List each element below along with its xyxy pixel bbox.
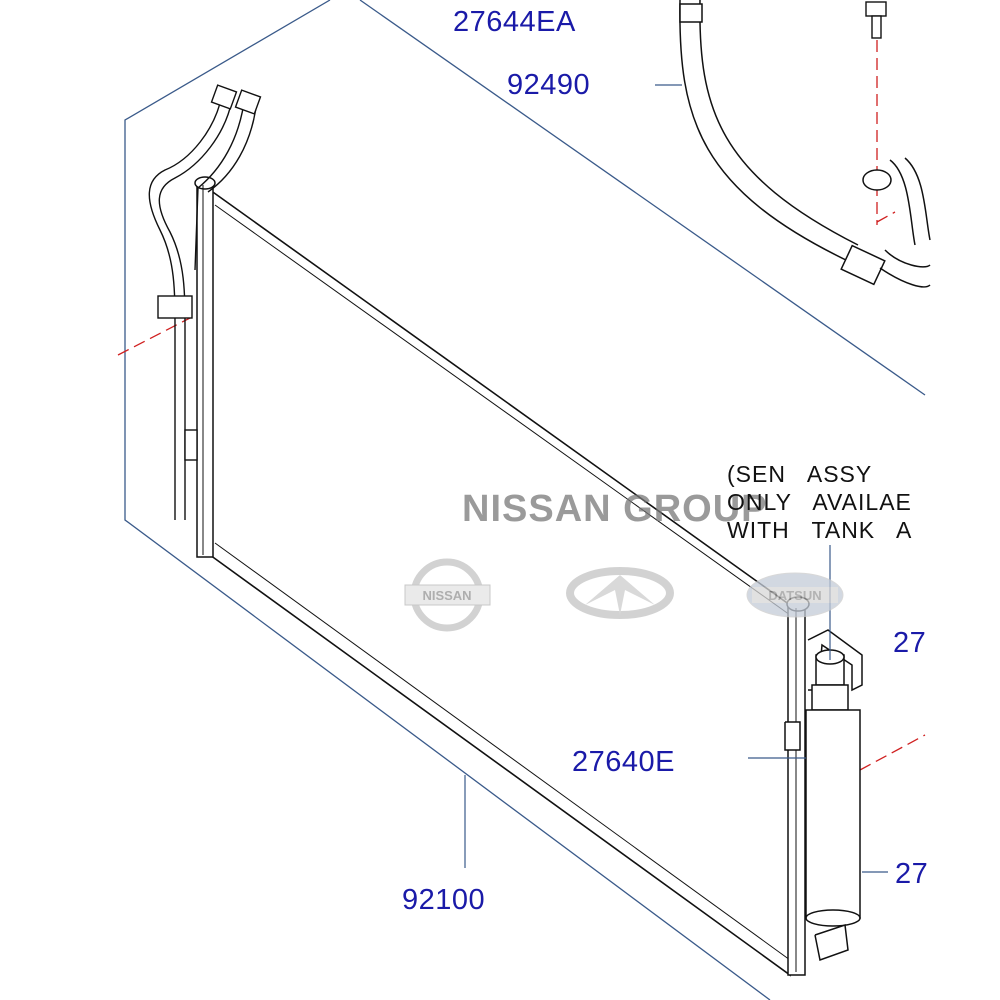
callout-92490: 92490 (507, 69, 591, 101)
inlet-pipes (148, 84, 262, 520)
callout-92100: 92100 (402, 884, 486, 916)
condenser-core (209, 188, 791, 977)
svg-text:DATSUN: DATSUN (768, 588, 821, 603)
note-line-3: WITH TANK A (727, 517, 913, 543)
svg-text:NISSAN: NISSAN (422, 588, 471, 603)
callout-27644EA: 27644EA (453, 6, 576, 38)
callout-27-lower: 27 (895, 858, 929, 890)
centerlines (117, 40, 926, 771)
bolt (865, 1, 887, 39)
assembly-frame (124, 0, 926, 1000)
hose-92490 (679, 0, 931, 288)
callout-27-upper: 27 (893, 627, 927, 659)
left-tank (194, 176, 216, 558)
nissan-logo: NISSAN (404, 558, 491, 632)
right-tank (784, 596, 810, 976)
watermark-text: NISSAN GROUP (462, 488, 768, 530)
note-line-2: ONLY AVAILAE (727, 489, 912, 515)
infiniti-logo (566, 567, 674, 619)
receiver-drier (805, 629, 863, 961)
note-line-1: (SEN ASSY (727, 461, 873, 487)
datsun-logo: DATSUN (746, 572, 844, 618)
callout-27640E: 27640E (572, 746, 675, 778)
